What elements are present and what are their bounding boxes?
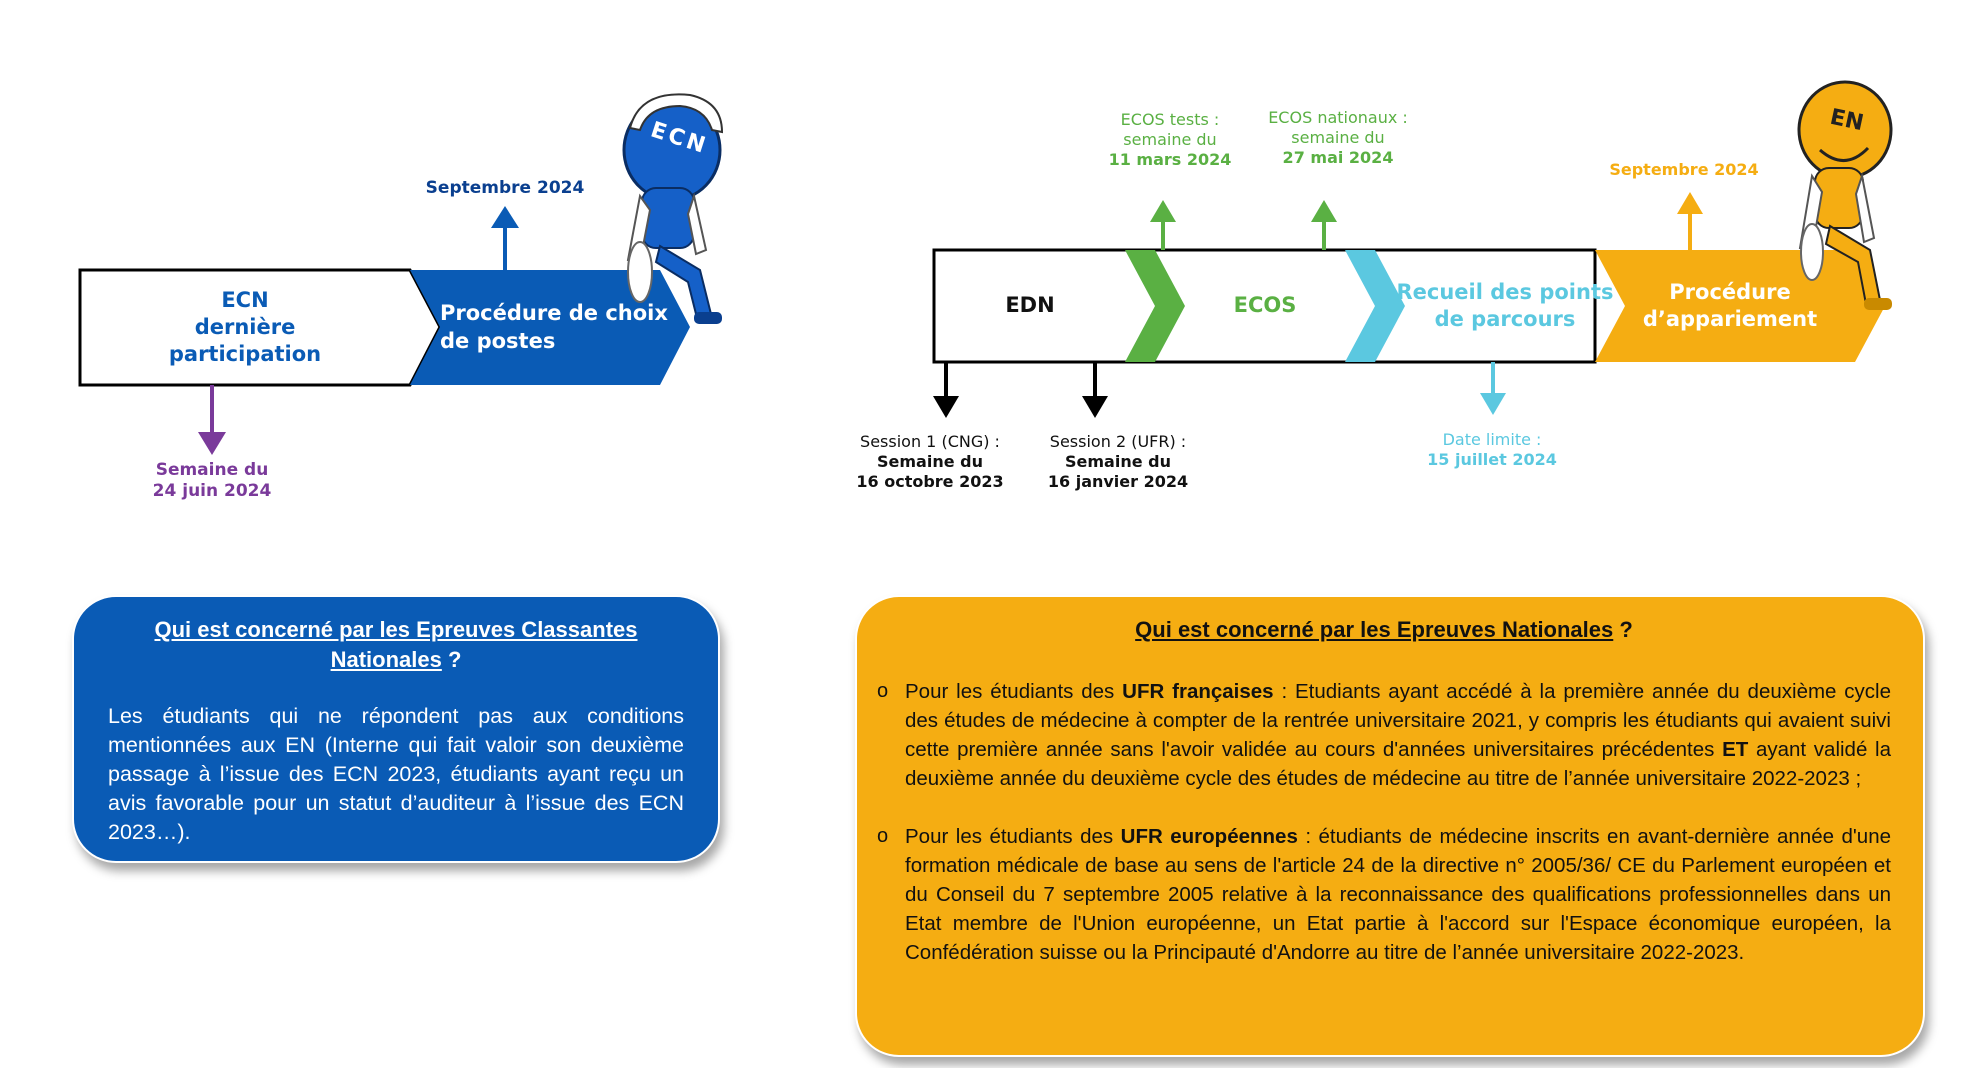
- ecn-info-card: Qui est concerné par les Epreuves Classa…: [72, 595, 720, 863]
- en-session2-label: Session 2 (UFR) : Semaine du 16 janvier …: [1047, 432, 1189, 491]
- ecn-date-septembre: Septembre 2024: [425, 178, 585, 198]
- ecn-arrow-down-head: [198, 432, 226, 455]
- en-chevron-green: [1125, 250, 1185, 362]
- en-ecos-tests-label: ECOS tests : semaine du 11 mars 2024: [1108, 110, 1232, 169]
- en-arrow-session1-head: [933, 396, 959, 418]
- en-septembre-label: Septembre 2024: [1609, 160, 1759, 179]
- en-segment-ecos: ECOS: [1233, 293, 1297, 318]
- en-segment-recueil: Recueil des points de parcours: [1396, 279, 1614, 331]
- en-arrow-session2-head: [1082, 396, 1108, 418]
- en-card-title: Qui est concerné par les Epreuves Nation…: [1135, 617, 1633, 642]
- ecn-arrow-up-head: [491, 206, 519, 228]
- ecn-date-juin: Semaine du 24 juin 2024: [152, 460, 272, 502]
- en-arrow-date-limite-head: [1480, 393, 1506, 415]
- ecn-segment-blue: [410, 270, 690, 385]
- orange-mascot-icon: [1797, 80, 1893, 310]
- ecn-procedure-label: Procédure de choix de postes: [440, 301, 668, 353]
- en-bullet-ufr-europeennes: o Pour les étudiants des UFR européennes…: [877, 822, 1891, 967]
- en-arrow-ecos-tests-head: [1150, 200, 1176, 222]
- en-chevron-lightblue: [1345, 250, 1405, 362]
- bullet-marker: o: [877, 679, 889, 702]
- ecn-card-body: Les étudiants qui ne répondent pas aux c…: [108, 704, 684, 845]
- ecn-timeline: [78, 206, 690, 455]
- en-segment-edn: EDN: [1005, 293, 1055, 318]
- en-segment-procedure: Procédure d’appariement: [1642, 279, 1818, 331]
- ecn-card-title: Qui est concerné par les Epreuves Classa…: [154, 617, 638, 672]
- en-bullet-ufr-francaises: o Pour les étudiants des UFR françaises …: [877, 677, 1891, 793]
- bullet-marker: o: [877, 824, 889, 847]
- en-ecos-nat-label: ECOS nationaux : semaine du 27 mai 2024: [1268, 108, 1408, 167]
- en-arrow-sept-head: [1677, 192, 1703, 214]
- ecn-segment-label: ECN dernière participation: [168, 287, 322, 367]
- en-timeline: [932, 192, 1885, 418]
- en-info-card: Qui est concerné par les Epreuves Nation…: [855, 595, 1925, 1057]
- en-date-limite-label: Date limite : 15 juillet 2024: [1427, 430, 1557, 469]
- en-session1-label: Session 1 (CNG) : Semaine du 16 octobre …: [856, 432, 1004, 491]
- en-arrow-ecos-nat-head: [1311, 200, 1337, 222]
- blue-mascot-icon: [622, 93, 724, 324]
